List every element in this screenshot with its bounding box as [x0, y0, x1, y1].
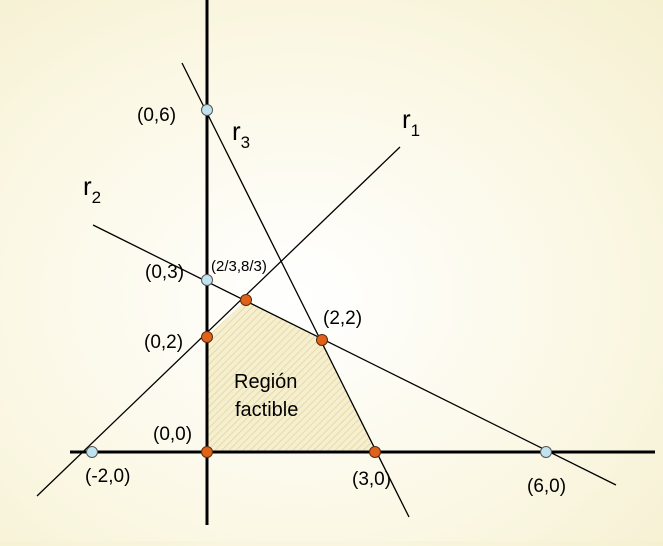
label-r3: r3 [232, 116, 250, 152]
label-point-3-0: (3,0) [352, 469, 391, 490]
vertex-2-3-8-3 [240, 294, 252, 306]
label-r1: r1 [402, 104, 420, 140]
label-r2: r2 [83, 171, 101, 207]
feasible-region [207, 300, 375, 452]
line-r3 [181, 62, 410, 518]
label-point-0-2: (0,2) [144, 332, 183, 353]
region-label-line2: factible [235, 399, 298, 421]
line-r1 [36, 146, 401, 497]
vertex-3-0 [369, 446, 381, 458]
label-point-6-0: (6,0) [527, 476, 566, 497]
label-point-2-2: (2,2) [323, 308, 362, 329]
label-point-0-6: (0,6) [137, 105, 176, 126]
point-0-6 [201, 104, 213, 116]
point-0-3 [201, 274, 213, 286]
label-point-minus2-0: (-2,0) [85, 466, 130, 487]
region-label-line1: Región [234, 371, 297, 393]
vertex-0-2 [201, 331, 213, 343]
label-point-2-3-8-3: (2/3,8/3) [211, 258, 267, 275]
point-minus2-0 [86, 446, 98, 458]
vertex-0-0 [201, 446, 213, 458]
label-point-0-3: (0,3) [145, 262, 184, 283]
label-point-0-0: (0,0) [153, 424, 192, 445]
point-6-0 [540, 446, 552, 458]
vertex-2-2 [316, 334, 328, 346]
line-r2 [92, 224, 617, 486]
